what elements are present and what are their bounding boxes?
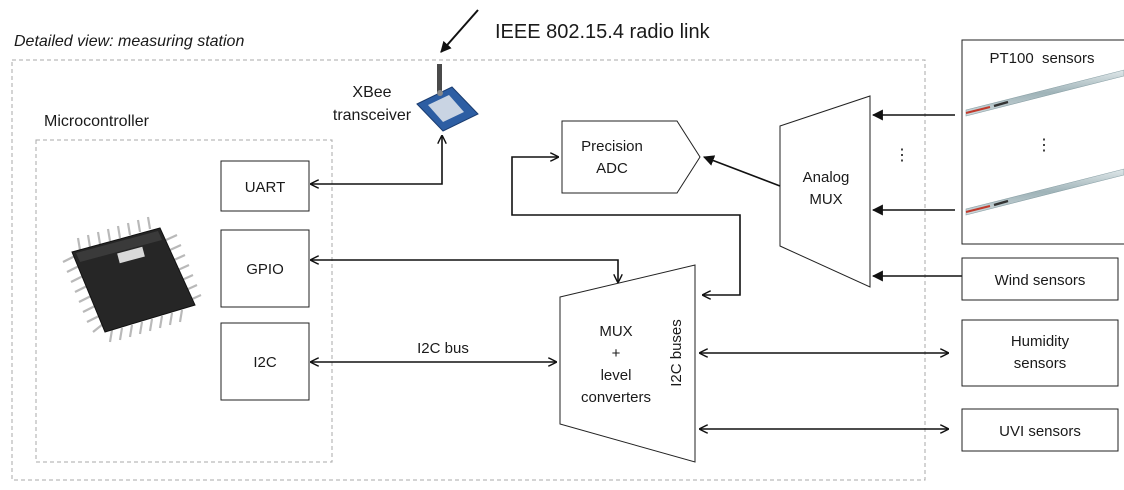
uart-xbee-link: [311, 136, 442, 184]
diagram-title: Detailed view: measuring station: [14, 33, 244, 50]
station-boundary: [11, 59, 926, 481]
microcontroller-label: Microcontroller: [44, 113, 150, 130]
analog-mux-block: [779, 95, 871, 288]
xbee-module-image: [416, 64, 479, 132]
xbee-label-line1: XBee: [352, 84, 391, 101]
i2c-bus-label: I2C bus: [417, 340, 469, 357]
pt100-ellipsis: ⋮: [1036, 137, 1052, 154]
microcontroller-boundary: [35, 139, 333, 463]
i2c-buses-label: I2C buses: [668, 319, 685, 387]
gpio-label: GPIO: [246, 261, 284, 278]
analog-mux-label-line2: MUX: [809, 191, 842, 208]
uvi-sensor-label: UVI sensors: [999, 423, 1081, 440]
mux-label-line2: +: [612, 345, 621, 362]
uart-label: UART: [245, 179, 286, 196]
pt100-probe-bottom: [965, 168, 1124, 216]
mux-label-line3: level: [601, 367, 632, 384]
humidity-label-line2: sensors: [1014, 355, 1067, 372]
mux-label-line4: converters: [581, 389, 651, 406]
humidity-sensor-box: [961, 319, 1119, 387]
adc-label-line2: ADC: [596, 160, 628, 177]
pt100-label: PT100 sensors: [989, 50, 1094, 67]
i2c-box: [220, 322, 310, 401]
precision-adc-block: [561, 120, 701, 194]
microcontroller-chip-image: [62, 216, 202, 343]
adc-label-line1: Precision: [581, 138, 643, 155]
pt100-probe-top: [965, 69, 1124, 117]
xbee-label-line2: transceiver: [333, 107, 412, 124]
adc-control-link: [511, 157, 741, 295]
humidity-label-line1: Humidity: [1011, 333, 1070, 350]
uart-box: [220, 160, 310, 212]
gpio-box: [220, 229, 310, 308]
i2c-label: I2C: [253, 354, 277, 371]
analog-input-ellipsis: ⋮: [894, 147, 910, 164]
wind-sensor-label: Wind sensors: [995, 272, 1086, 289]
pt100-sensor-box: [961, 39, 1124, 245]
wind-sensor-box: [961, 257, 1119, 301]
analog-mux-to-adc-arrow: [702, 155, 781, 187]
mux-level-converter-block: [559, 264, 696, 463]
uvi-sensor-box: [961, 408, 1119, 452]
gpio-mux-link: [311, 260, 618, 282]
radio-link-arrow: [440, 9, 479, 53]
analog-mux-label-line1: Analog: [803, 169, 850, 186]
radio-link-label: IEEE 802.15.4 radio link: [495, 21, 711, 43]
mux-label-line1: MUX: [599, 323, 632, 340]
